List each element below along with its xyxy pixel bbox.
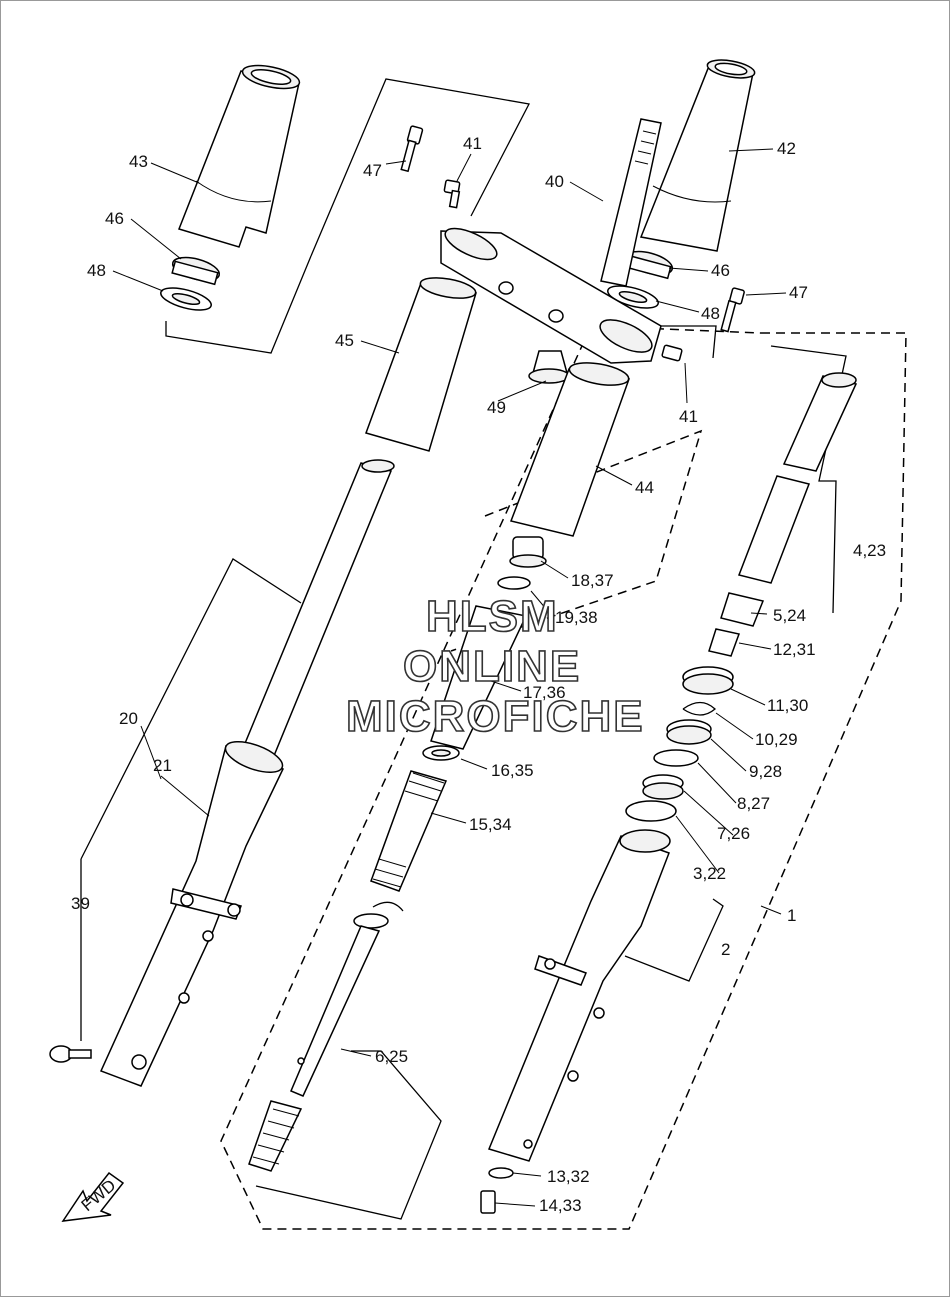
ring-3-22 <box>625 800 677 822</box>
callout-2: 2 <box>721 940 730 959</box>
inner-group-outline <box>450 429 703 652</box>
bracket-43-lower <box>165 255 312 354</box>
watermark-line-1: HLSM <box>426 592 559 641</box>
callout-labels: 43 46 48 47 41 40 42 46 48 47 41 45 49 4… <box>71 134 886 1215</box>
callout-7-26: 7,26 <box>717 824 750 843</box>
callout-3-22: 3,22 <box>693 864 726 883</box>
washer-48-right <box>607 285 659 309</box>
callout-15-34: 15,34 <box>469 815 512 834</box>
steering-stem-40 <box>600 118 662 287</box>
callout-42: 42 <box>777 139 796 158</box>
callout-40: 40 <box>545 172 564 191</box>
bolt-39 <box>49 1045 92 1063</box>
o-ring-19-38 <box>497 576 531 590</box>
bushing-5-24 <box>720 592 765 627</box>
washer-13-32 <box>488 1167 514 1179</box>
callout-11-30: 11,30 <box>767 696 808 715</box>
bracket-6-25 <box>255 1050 442 1220</box>
bushing-7-26 <box>642 774 684 800</box>
inner-tube-4-23 <box>737 372 858 584</box>
fwd-arrow-icon: FWD <box>61 1171 125 1222</box>
watermark-line-3: MICROFICHE <box>346 692 645 741</box>
bushing-12-31 <box>708 628 740 657</box>
watermark: HLSM ONLINE MICROFICHE <box>345 591 645 742</box>
nut-46-right <box>624 250 674 280</box>
leader-lines <box>112 148 787 1207</box>
ring-6-25-top <box>353 901 404 929</box>
nut-46-left <box>171 256 221 286</box>
nut-49 <box>528 350 570 384</box>
spacer-17-36 <box>430 605 528 750</box>
tube-44 <box>509 362 631 537</box>
callout-14-33: 14,33 <box>539 1196 582 1215</box>
callout-47-left: 47 <box>363 161 382 180</box>
fork-cover-43 <box>178 64 301 248</box>
bolt-47-right <box>720 287 745 333</box>
washer-8-27 <box>653 749 699 767</box>
callout-4-23: 4,23 <box>853 541 886 560</box>
callout-48-left: 48 <box>87 261 106 280</box>
callout-46-left: 46 <box>105 209 124 228</box>
callout-19-38: 19,38 <box>555 608 598 627</box>
callout-18-37: 18,37 <box>571 571 614 590</box>
callout-43: 43 <box>129 152 148 171</box>
bolt-41-right <box>661 344 683 362</box>
callout-8-27: 8,27 <box>737 794 770 813</box>
callout-12-31: 12,31 <box>773 640 816 659</box>
callout-44: 44 <box>635 478 654 497</box>
bolt-47-left <box>400 125 424 173</box>
spring-15-34 <box>370 770 448 892</box>
bracket-42-group <box>770 345 847 614</box>
watermark-line-2: ONLINE <box>403 642 581 691</box>
callout-17-36: 17,36 <box>523 683 566 702</box>
outer-tube-21 <box>99 741 285 1087</box>
damper-rod-6-25 <box>290 925 381 1097</box>
callout-1: 1 <box>787 906 796 925</box>
spring-bottom <box>248 1100 303 1172</box>
outer-tube-2 <box>487 829 671 1162</box>
tube-45 <box>365 277 477 452</box>
seal-11-30 <box>682 666 734 695</box>
callout-10-29: 10,29 <box>755 730 798 749</box>
callout-6-25: 6,25 <box>375 1047 408 1066</box>
bracket-20-21 <box>80 558 302 860</box>
callout-21: 21 <box>153 756 172 775</box>
callout-41-bottom: 41 <box>679 407 698 426</box>
callout-47-right: 47 <box>789 283 808 302</box>
callout-13-32: 13,32 <box>547 1167 590 1186</box>
callout-45: 45 <box>335 331 354 350</box>
callout-41-top: 41 <box>463 134 482 153</box>
callout-9-28: 9,28 <box>749 762 782 781</box>
bracket-2 <box>624 898 724 982</box>
cap-bolt-18-37 <box>509 536 547 568</box>
bolt-14-33 <box>480 1190 496 1214</box>
callout-49: 49 <box>487 398 506 417</box>
clip-10-29 <box>682 701 716 716</box>
washer-48-left <box>160 287 212 311</box>
callout-20: 20 <box>119 709 138 728</box>
assembly-1-outline <box>220 325 907 1230</box>
washer-16-35 <box>422 745 460 761</box>
callout-39: 39 <box>71 894 90 913</box>
under-bracket <box>440 227 662 364</box>
fork-cover-42 <box>639 59 756 252</box>
bracket-43-group <box>310 78 530 257</box>
callout-48-right: 48 <box>701 304 720 323</box>
seal-9-28 <box>666 719 712 745</box>
callout-16-35: 16,35 <box>491 761 534 780</box>
callout-5-24: 5,24 <box>773 606 806 625</box>
bolt-41-left <box>443 179 461 209</box>
callout-46-right: 46 <box>711 261 730 280</box>
